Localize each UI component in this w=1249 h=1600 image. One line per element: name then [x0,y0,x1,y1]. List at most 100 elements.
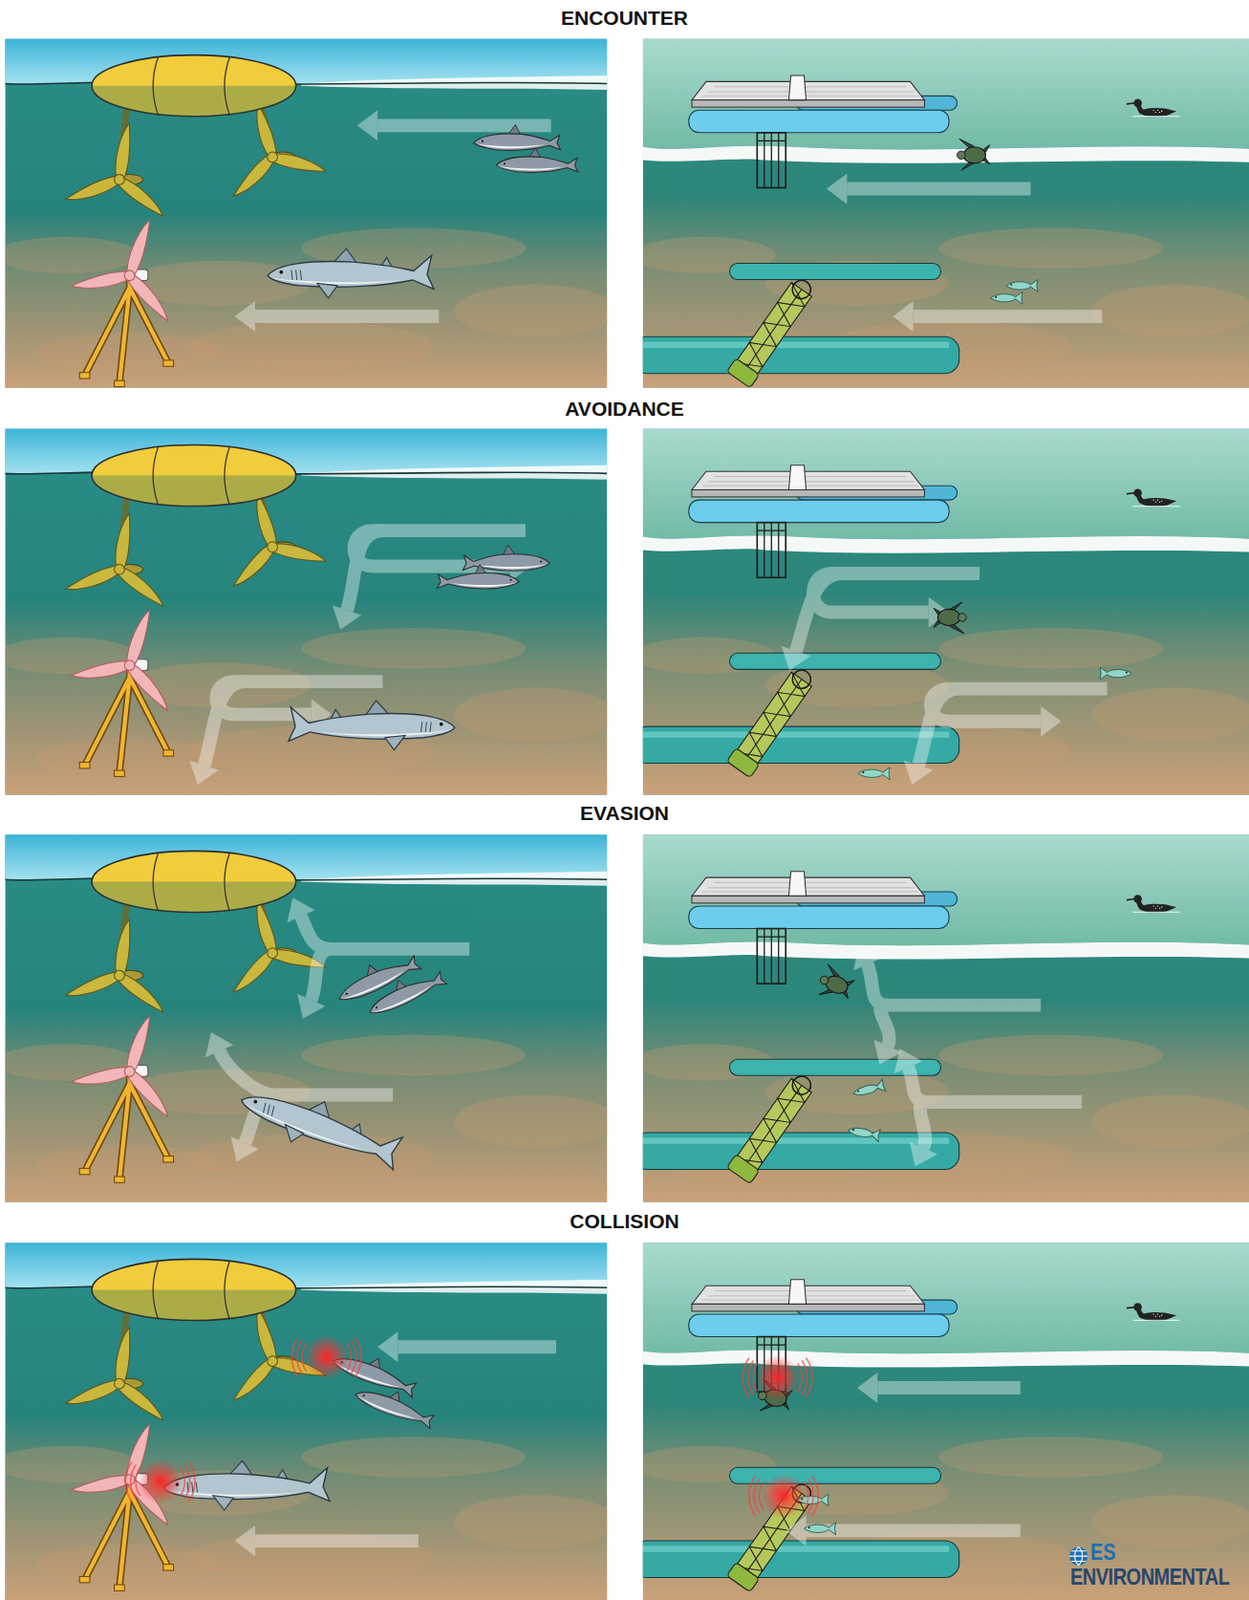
flow-arrow-shaft [204,681,246,766]
turbine-rotor [62,503,182,613]
turbine-rotor [66,1404,202,1531]
tripod-shadow [85,275,170,384]
rotor-hub [113,969,126,981]
flow-arrow-shaft [846,182,1031,196]
collision-glow [742,1355,813,1400]
tube-highlight [643,1137,949,1143]
turbine-blade [271,150,328,177]
flow-arrow-shaft [331,942,470,956]
tripod-foot [163,750,174,756]
turbine-blade [123,606,156,668]
hull-submerged [91,86,297,117]
tripod-foot [114,1176,126,1183]
salmon-fish [1006,279,1038,293]
turbine-rotor [66,591,202,718]
glow-ring [748,1360,808,1396]
sea-turtle [957,138,991,171]
salmon-fish [858,767,890,780]
deck-texture [702,86,919,97]
glow-ring [135,1466,185,1495]
floating-hull [91,1258,297,1320]
shark-gills [421,721,432,733]
sediment-cloud [35,737,219,779]
converter-lattice [735,1077,813,1173]
converter-tube [643,1540,960,1577]
porpoise-eye [375,1006,379,1010]
shark-fin [279,1123,304,1145]
flow-arrow-shaft [397,1339,557,1354]
converter-tube [643,336,960,373]
turtle-shell [963,147,986,164]
flow-arrow-head [901,1141,938,1174]
flow-arrow-shaft [255,1533,419,1548]
water-ripple [1132,505,1180,507]
loon-beak [1126,493,1136,495]
turbine-rotor [62,1317,182,1427]
porpoise-body [437,572,519,588]
flow-arrow-head [235,301,256,332]
tube-highlight [643,342,949,348]
tripod-leg [85,275,170,384]
flow-arrow-head [885,1042,923,1075]
porpoise-eye [510,579,513,582]
turbine-blade [112,122,135,181]
stage-heading: COLLISION [0,1209,1249,1233]
flow-arrow-shaft [377,118,552,132]
pontoon [689,499,949,522]
deck-ridge [788,1279,806,1305]
loon-spots [1153,1313,1163,1316]
pontoon [689,109,949,132]
fish-eye [808,1526,811,1529]
hull-seam [152,447,230,506]
turtle-head [957,150,967,160]
rotor-hub [266,150,280,164]
loon-head [1133,99,1142,108]
porpoise-eye [503,162,506,165]
glow-core [137,1459,183,1505]
flow-arrow-head [357,109,378,141]
converter-tube [729,1466,941,1484]
turbine-blade [70,269,131,293]
salmon-fish [990,291,1023,304]
rotor-hub [266,540,280,554]
sediment-cloud [35,1144,219,1186]
fish-eye [994,296,997,299]
sediment-cloud [938,1436,1163,1478]
shark-fin [317,282,338,298]
oscillating-grate [756,522,786,579]
porpoise-eye [344,991,348,995]
converter-lattice [735,282,813,378]
platform-deck [691,877,925,896]
sediment-cloud [35,1543,219,1585]
sediment-cloud [301,1436,526,1478]
sediment-cloud [1092,688,1249,742]
converter-tube [729,262,941,280]
pontoon [689,905,949,928]
flow-arrow-shaft [796,573,842,651]
shark-body [267,255,434,289]
flow-arrow-shaft [887,998,1041,1013]
converter-base [726,1562,759,1593]
flow-arrow-head [857,1372,878,1403]
surge-converter [726,273,819,388]
glow-ring [758,1481,808,1509]
oscillating-grate [756,928,786,985]
flow-arrow-head [892,301,913,332]
turbine-blade [70,1473,131,1497]
porpoise [353,1378,439,1429]
flow-arrow [785,1514,1021,1546]
shark-fin [385,734,406,750]
fish-body [803,1522,836,1535]
loon-body [1139,497,1178,507]
turbine-blade [70,659,131,683]
tripod-foot [114,380,126,387]
wave-foam [643,536,1249,554]
porpoise-belly [478,563,549,569]
flow-arrow-shaft [920,1101,929,1148]
sediment-cloud [4,236,138,274]
rotor-hub [266,1355,280,1368]
fish-body [858,767,890,780]
glow-ring [753,1363,802,1392]
